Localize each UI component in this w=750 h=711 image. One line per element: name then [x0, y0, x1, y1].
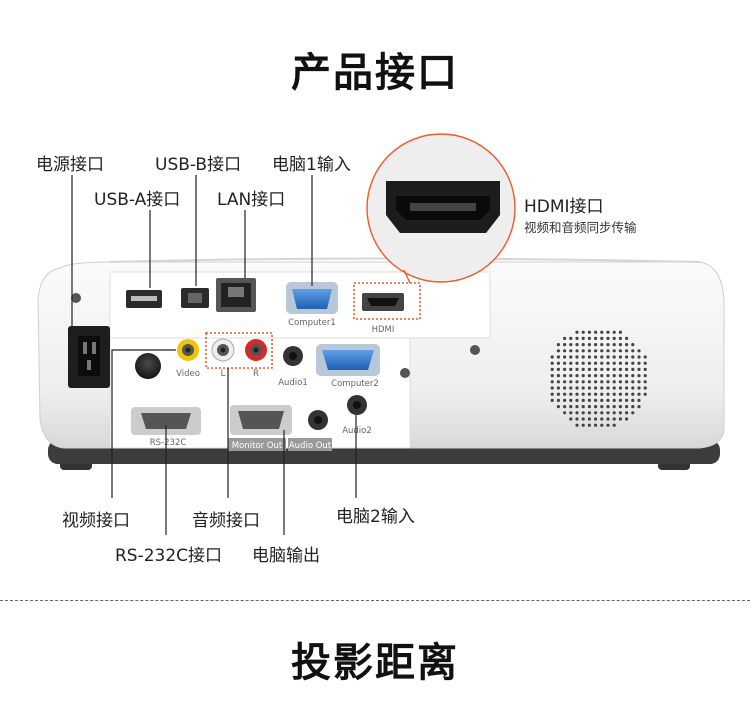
screw: [470, 345, 480, 355]
projector-rear-illustration: Computer1 HDMI Video L R Audio1 Computer…: [37, 133, 725, 535]
section-title-ports: 产品接口: [291, 50, 459, 96]
label-usb-b: USB-B接口: [155, 155, 242, 175]
label-video: 视频接口: [62, 511, 130, 531]
monitor-out-panel-label: Monitor Out: [232, 441, 283, 451]
video-panel-label: Video: [176, 369, 200, 379]
kensington-lock: [135, 353, 161, 379]
hdmi-zoom-pointer: [403, 269, 411, 284]
hdmi-panel-label: HDMI: [372, 325, 395, 335]
leader-lines: [71, 175, 357, 535]
label-power: 电源接口: [36, 155, 104, 175]
label-computer1-in: 电脑1输入: [272, 155, 351, 175]
section-title-throw-distance: 投影距离: [291, 640, 459, 686]
label-lan: LAN接口: [217, 190, 286, 210]
rs232c-panel-label: RS-232C: [150, 438, 187, 448]
left-panel-label: L: [221, 369, 226, 379]
audio-highlight-box: [205, 332, 273, 369]
screw: [400, 368, 410, 378]
label-hdmi: HDMI接口: [524, 197, 604, 217]
hdmi-highlight-box: [353, 282, 421, 320]
computer1-panel-label: Computer1: [288, 318, 336, 328]
label-usb-a: USB-A接口: [94, 190, 181, 210]
label-rs232c: RS-232C接口: [115, 546, 223, 566]
audio1-panel-label: Audio1: [278, 378, 308, 388]
audio-out-panel-label: Audio Out: [289, 441, 332, 451]
computer2-panel-label: Computer2: [331, 379, 379, 389]
label-hdmi-desc: 视频和音频同步传输: [524, 220, 637, 235]
label-computer2-in: 电脑2输入: [336, 507, 415, 527]
right-panel-label: R: [253, 369, 259, 379]
speaker-grill: [550, 330, 647, 427]
label-computer-out: 电脑输出: [252, 546, 320, 566]
label-audio: 音频接口: [192, 511, 260, 531]
screw: [71, 293, 81, 303]
audio2-panel-label: Audio2: [342, 426, 372, 436]
section-divider: [0, 600, 750, 601]
